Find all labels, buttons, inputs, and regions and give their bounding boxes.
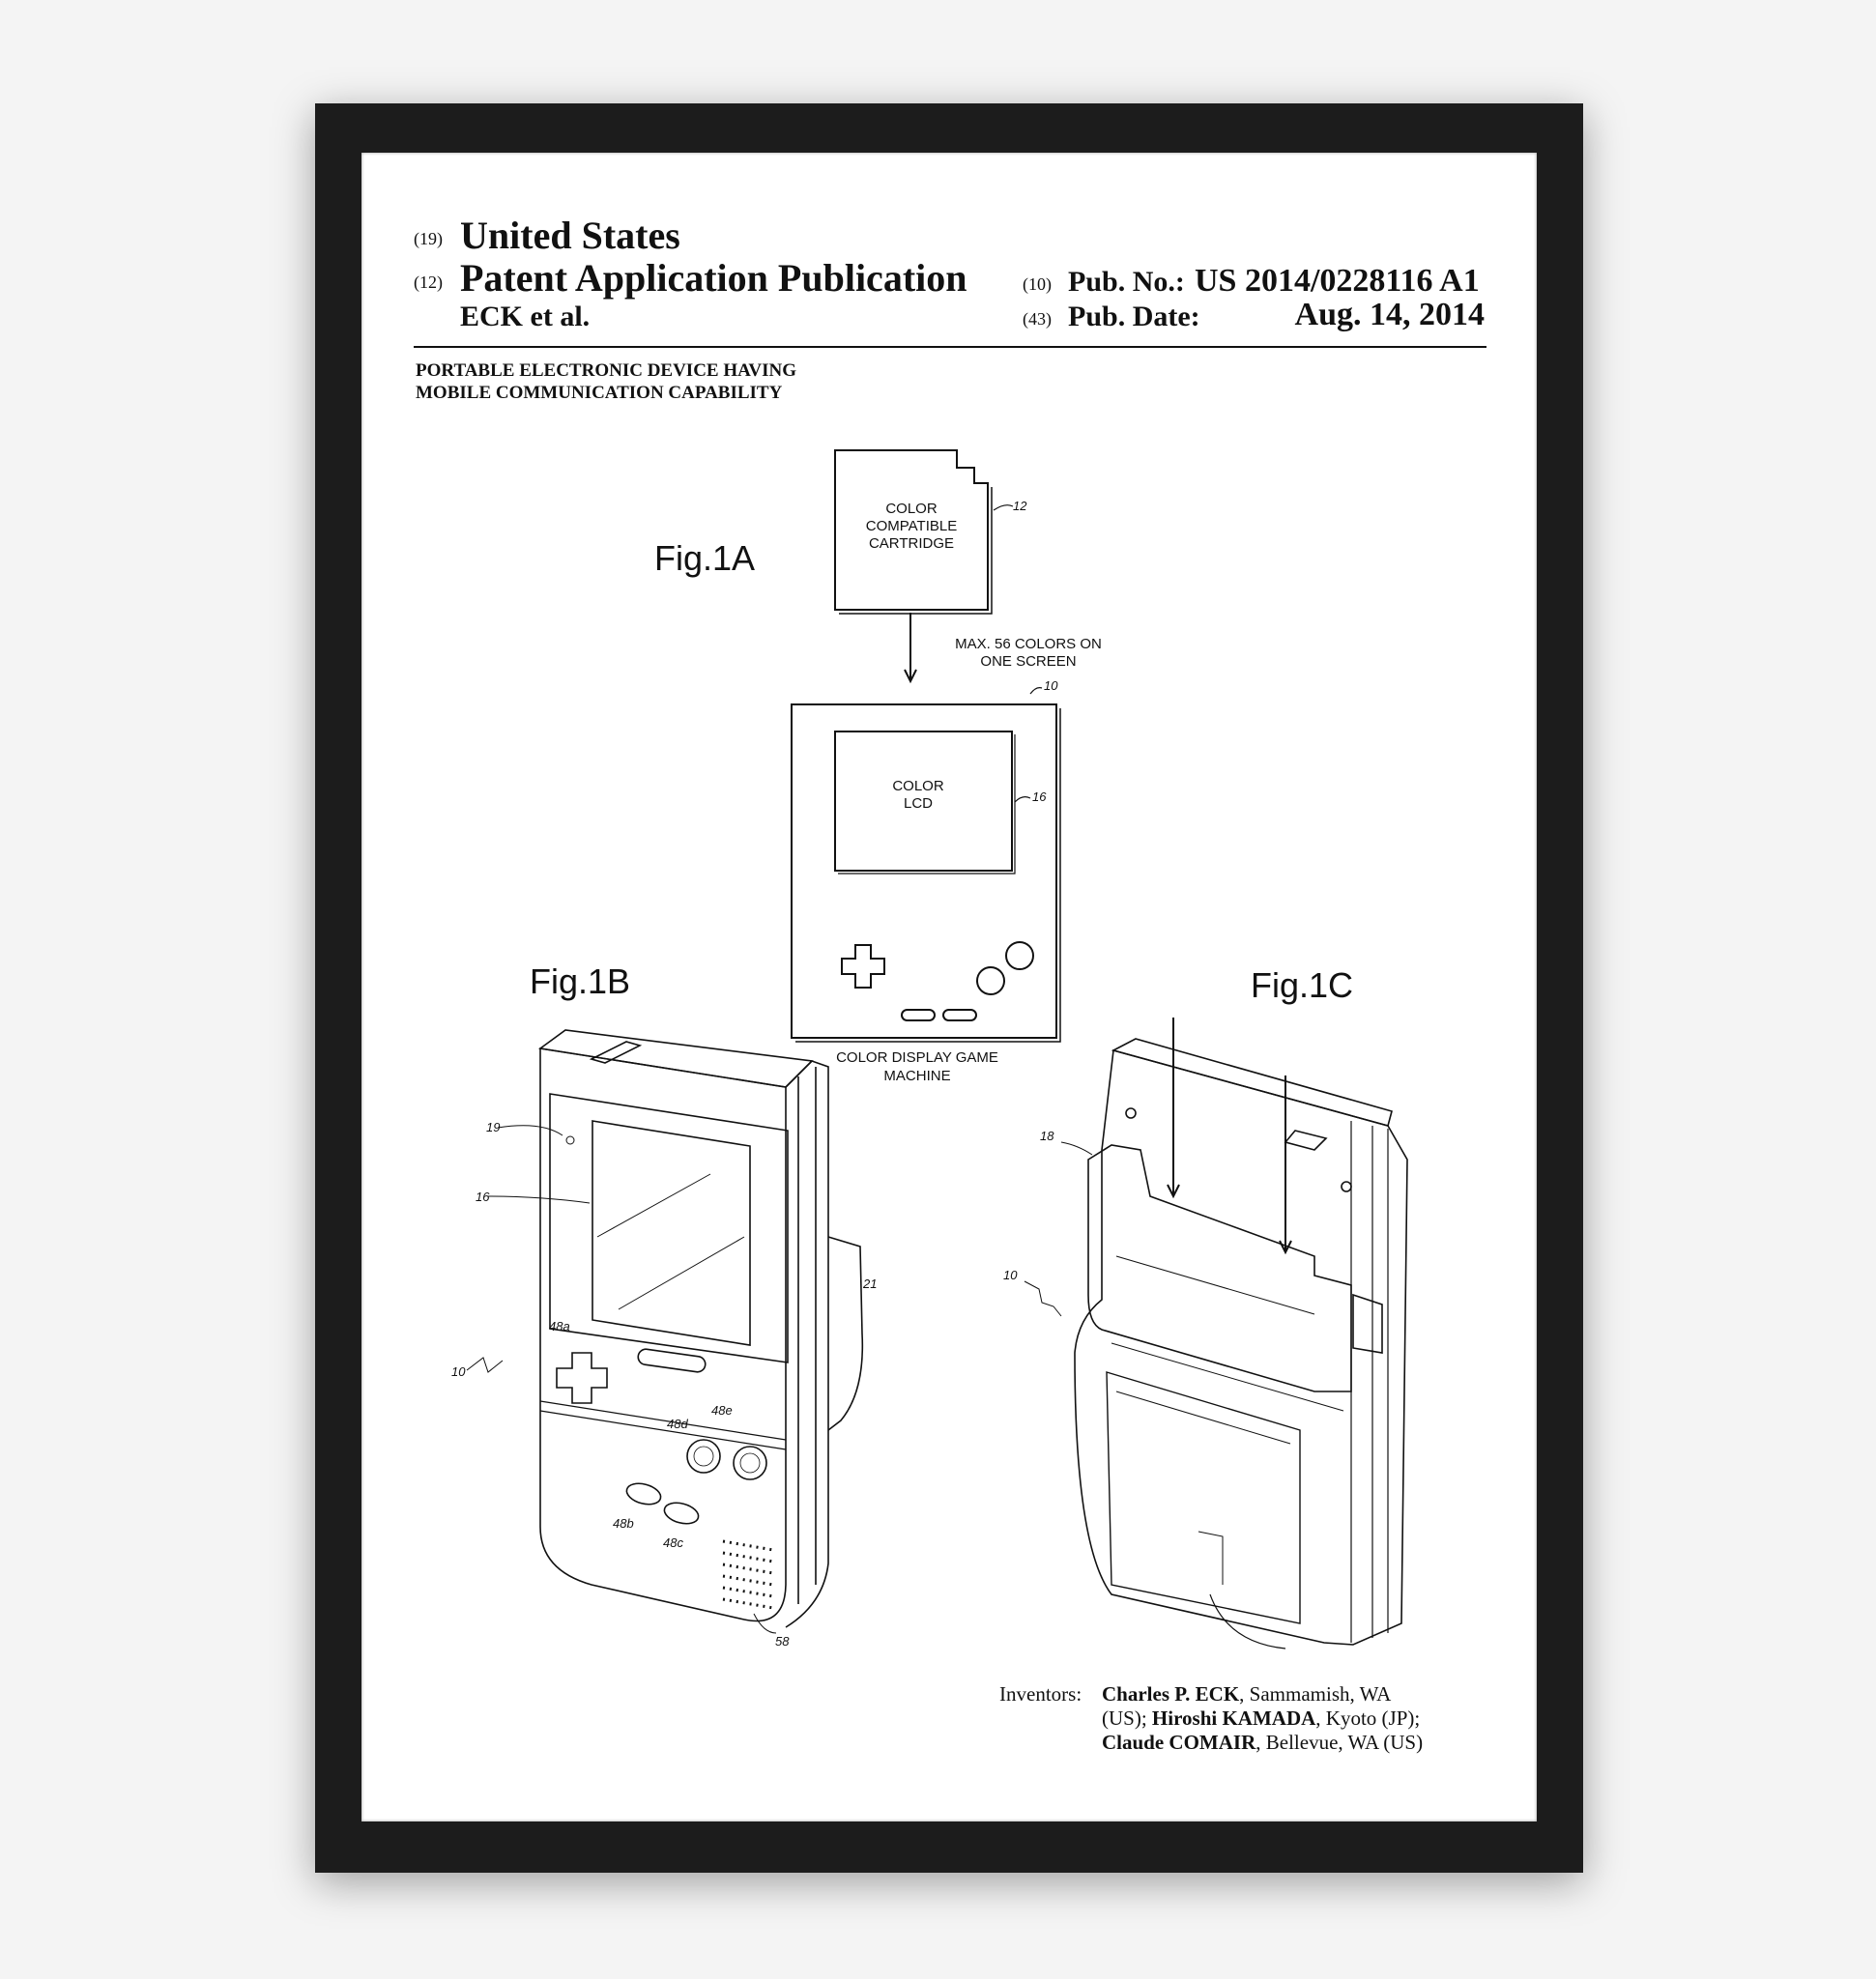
start-button-icon: [942, 1009, 977, 1021]
arrow-down-icon: [904, 613, 917, 684]
device-caption-line: MACHINE: [883, 1068, 951, 1084]
type-code: (12): [414, 272, 443, 292]
device-caption: COLOR DISPLAY GAME MACHINE: [821, 1048, 1014, 1085]
ref-10b: 10: [451, 1364, 466, 1379]
ref-48c: 48c: [663, 1535, 683, 1550]
pub-no-code: (10): [1023, 274, 1052, 294]
applicant: ECK et al.: [460, 301, 591, 332]
publication-type: Patent Application Publication: [460, 256, 967, 300]
pub-date: Aug. 14, 2014: [1294, 297, 1485, 332]
fig1a-label: Fig.1A: [654, 538, 756, 578]
ref-48b: 48b: [613, 1516, 634, 1531]
fig1b-drawing: [466, 1029, 864, 1634]
select-button-icon: [901, 1009, 936, 1021]
inventor-name: Charles P. ECK: [1102, 1682, 1240, 1706]
ref-19: 19: [486, 1120, 501, 1134]
fig1c-label: Fig.1C: [1251, 965, 1354, 1005]
ref-58: 58: [775, 1634, 790, 1649]
fig1b-label: Fig.1B: [530, 961, 631, 1001]
ref-48d: 48d: [667, 1417, 688, 1431]
fig1c-drawing: [1024, 1018, 1408, 1649]
a-button-icon: [1005, 941, 1034, 970]
cartridge-label: COLOR COMPATIBLE CARTRIDGE: [835, 501, 988, 553]
inventor-location: , Sammamish, WA: [1239, 1682, 1392, 1706]
lcd-outline: [834, 731, 1013, 872]
title-line-2: MOBILE COMMUNICATION CAPABILITY: [416, 383, 783, 403]
ref-10: 10: [1044, 678, 1058, 693]
header-divider: [414, 346, 1486, 348]
color-note-line: ONE SCREEN: [980, 653, 1077, 670]
color-note: MAX. 56 COLORS ON ONE SCREEN: [932, 636, 1125, 671]
ref-16: 16: [1032, 789, 1047, 804]
device-caption-line: COLOR DISPLAY GAME: [836, 1049, 998, 1066]
pub-no: US 2014/0228116 A1: [1195, 263, 1480, 299]
inventor-location: (US);: [1102, 1707, 1152, 1730]
color-note-line: MAX. 56 COLORS ON: [955, 636, 1102, 652]
ref-16b: 16: [476, 1190, 490, 1204]
cartridge-label-line: COLOR: [885, 501, 938, 517]
country: United States: [460, 214, 680, 257]
dpad-icon: [841, 944, 885, 989]
country-code: (19): [414, 229, 443, 248]
cartridge-outline: [834, 449, 989, 611]
inventors-label: Inventors:: [999, 1682, 1082, 1706]
inventors-list: Charles P. ECK, Sammamish, WA (US); Hiro…: [1102, 1682, 1423, 1755]
ref-48a: 48a: [549, 1319, 570, 1334]
ref-10c: 10: [1003, 1268, 1018, 1282]
cartridge-label-line: COMPATIBLE: [865, 518, 958, 534]
inventor-name: Hiroshi KAMADA: [1151, 1707, 1316, 1730]
patent-sheet: [361, 153, 1537, 1821]
title-line-1: PORTABLE ELECTRONIC DEVICE HAVING: [416, 360, 797, 381]
pub-date-code: (43): [1023, 309, 1052, 329]
lcd-label: COLOR LCD: [870, 778, 967, 813]
ref-21: 21: [863, 1276, 878, 1291]
insert-arrow-2-icon: [1279, 1076, 1292, 1255]
ref-48e: 48e: [711, 1403, 733, 1418]
pub-date-label: Pub. Date:: [1068, 301, 1200, 332]
inventor-location: , Kyoto (JP);: [1315, 1707, 1421, 1730]
ref-12: 12: [1013, 499, 1027, 513]
device-outline: [791, 703, 1057, 1039]
b-button-icon: [976, 966, 1005, 995]
inventor-name: Claude COMAIR: [1102, 1731, 1256, 1754]
lcd-label-line: COLOR: [892, 778, 944, 794]
pub-no-label: Pub. No.:: [1068, 266, 1185, 298]
cartridge-label-line: CARTRIDGE: [868, 535, 955, 552]
lcd-label-line: LCD: [903, 795, 933, 812]
inventor-location: , Bellevue, WA (US): [1255, 1731, 1424, 1754]
ref-18: 18: [1040, 1129, 1054, 1143]
insert-arrow-1-icon: [1167, 1018, 1180, 1199]
